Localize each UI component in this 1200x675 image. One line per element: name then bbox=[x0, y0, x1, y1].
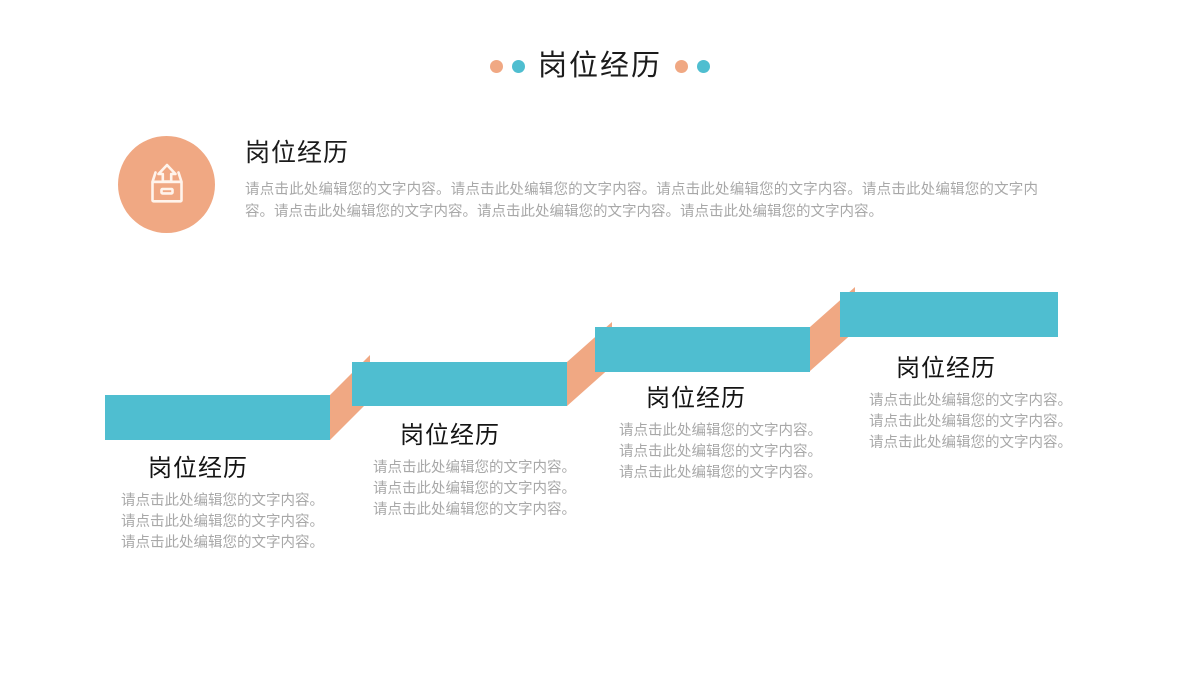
step-body-line: 请点击此处编辑您的文字内容。 bbox=[121, 534, 324, 551]
step-body-line: 请点击此处编辑您的文字内容。 bbox=[121, 513, 324, 530]
step-body: 请点击此处编辑您的文字内容。 请点击此处编辑您的文字内容。 请点击此处编辑您的文… bbox=[324, 458, 576, 521]
step-body-line: 请点击此处编辑您的文字内容。 bbox=[373, 480, 576, 497]
decorative-dot-orange-icon bbox=[489, 59, 503, 73]
step-body: 请点击此处编辑您的文字内容。 请点击此处编辑您的文字内容。 请点击此处编辑您的文… bbox=[570, 421, 822, 484]
step-bar-4 bbox=[840, 292, 1058, 337]
intro-title: 岗位经历 bbox=[245, 139, 350, 167]
step-bar-2 bbox=[352, 362, 567, 406]
intro-block: 岗位经历 请点击此处编辑您的文字内容。请点击此处编辑您的文字内容。请点击此处编辑… bbox=[118, 136, 1048, 266]
step-body: 请点击此处编辑您的文字内容。 请点击此处编辑您的文字内容。 请点击此处编辑您的文… bbox=[820, 391, 1072, 454]
step-bar-1 bbox=[105, 395, 330, 440]
step-body-line: 请点击此处编辑您的文字内容。 bbox=[619, 422, 822, 439]
header-dots-left bbox=[489, 59, 525, 73]
decorative-dot-orange-icon bbox=[675, 59, 688, 73]
intro-text-wrap: 岗位经历 请点击此处编辑您的文字内容。请点击此处编辑您的文字内容。请点击此处编辑… bbox=[245, 139, 1038, 223]
step-caption-3: 岗位经历 请点击此处编辑您的文字内容。 请点击此处编辑您的文字内容。 请点击此处… bbox=[570, 385, 822, 484]
page-title: 岗位经历 bbox=[537, 49, 662, 82]
step-body-line: 请点击此处编辑您的文字内容。 bbox=[619, 464, 822, 481]
step-body-line: 请点击此处编辑您的文字内容。 bbox=[869, 413, 1072, 430]
step-caption-4: 岗位经历 请点击此处编辑您的文字内容。 请点击此处编辑您的文字内容。 请点击此处… bbox=[820, 355, 1072, 454]
step-bar-3 bbox=[595, 327, 810, 372]
step-caption-2: 岗位经历 请点击此处编辑您的文字内容。 请点击此处编辑您的文字内容。 请点击此处… bbox=[324, 422, 576, 521]
step-title: 岗位经历 bbox=[148, 455, 248, 482]
step-body-line: 请点击此处编辑您的文字内容。 bbox=[619, 443, 822, 460]
step-title: 岗位经历 bbox=[896, 355, 996, 382]
decorative-dot-teal-icon bbox=[511, 59, 525, 73]
step-body-line: 请点击此处编辑您的文字内容。 bbox=[869, 392, 1072, 409]
outbox-upload-icon bbox=[141, 159, 193, 211]
step-title: 岗位经历 bbox=[400, 422, 500, 449]
decorative-dot-teal-icon bbox=[697, 59, 710, 73]
step-title: 岗位经历 bbox=[646, 385, 746, 412]
step-body-line: 请点击此处编辑您的文字内容。 bbox=[373, 501, 576, 518]
header-dots-right bbox=[675, 59, 710, 73]
step-body: 请点击此处编辑您的文字内容。 请点击此处编辑您的文字内容。 请点击此处编辑您的文… bbox=[72, 491, 324, 554]
step-body-line: 请点击此处编辑您的文字内容。 bbox=[373, 459, 576, 476]
intro-icon-badge bbox=[118, 136, 215, 233]
slide-header: 岗位经历 bbox=[0, 44, 1200, 88]
step-body-line: 请点击此处编辑您的文字内容。 bbox=[121, 492, 324, 509]
step-caption-1: 岗位经历 请点击此处编辑您的文字内容。 请点击此处编辑您的文字内容。 请点击此处… bbox=[72, 455, 324, 554]
intro-body: 请点击此处编辑您的文字内容。请点击此处编辑您的文字内容。请点击此处编辑您的文字内… bbox=[245, 181, 1038, 220]
step-body-line: 请点击此处编辑您的文字内容。 bbox=[869, 434, 1072, 451]
